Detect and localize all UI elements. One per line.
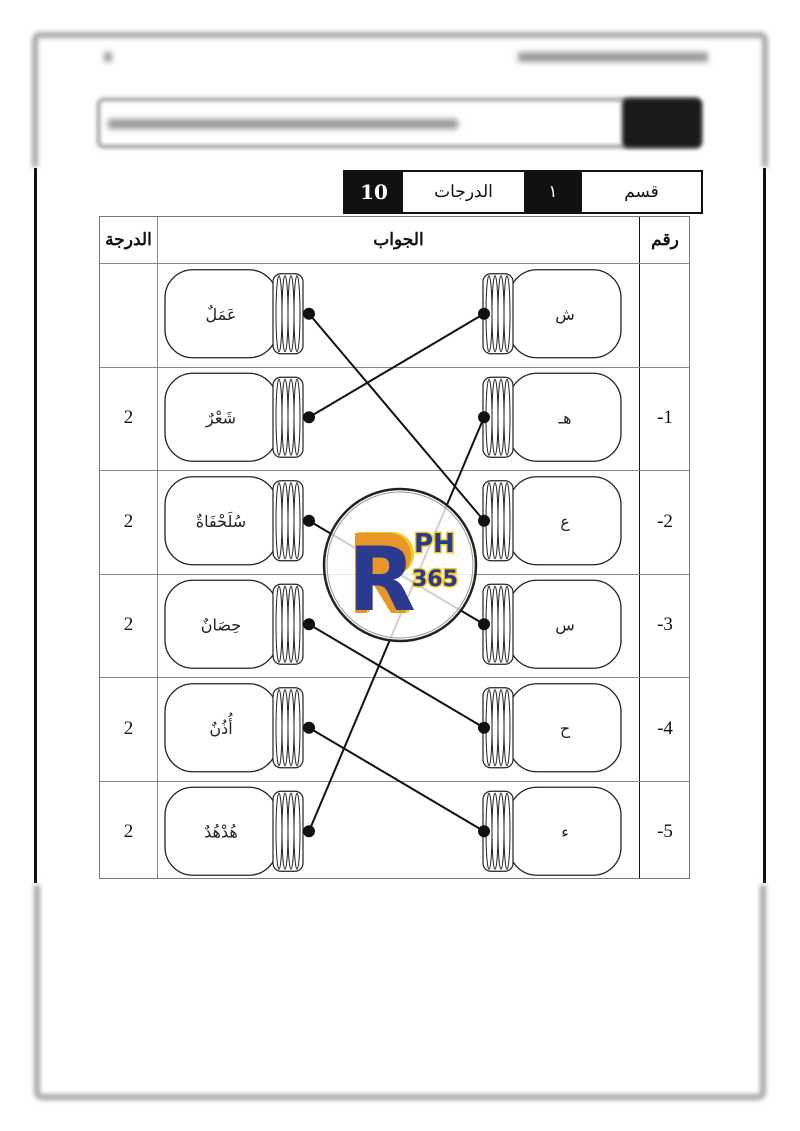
col-divider-score [157,217,158,878]
jar-thread [293,585,301,663]
left-jar: هُدْهُدٌ [164,786,304,876]
row-divider [100,780,689,782]
logo-365: 365 [412,567,458,592]
question-number-cell: -1 [657,407,673,429]
right-jar-label: هـ [557,408,571,427]
jar-thread [293,689,301,767]
marks-total: 10 [345,172,403,212]
question-number-cell: -5 [657,821,673,843]
row-divider [100,677,689,678]
left-jar-label: عَمَلٌ [206,305,237,324]
question-number-cell: -2 [657,510,673,532]
logo-r-orange-shape [355,533,411,613]
left-jar-label: هُدْهُدٌ [204,822,238,841]
page-frame-left [34,168,37,883]
left-jar-label: شَعْرٌ [205,408,236,428]
marks-label: الدرجات [403,172,524,212]
left-dot [303,618,315,631]
right-jar: ش [482,269,622,359]
logo-ph: PH [414,529,455,559]
right-jar: هـ [482,372,622,462]
right-jar-label: ش [555,305,575,324]
page-frame-top [32,32,768,167]
connection-line [308,726,485,833]
right-dot [478,825,490,838]
right-jar-label: س [555,615,575,634]
header-score: الدرجة [105,230,152,250]
right-jar: ح [482,683,622,773]
left-dot [303,721,315,734]
page-frame-right [763,168,766,883]
score-cell: 2 [123,717,134,739]
header-answer: الجواب [373,230,424,250]
question-number-cell: -4 [657,717,673,739]
score-cell: 2 [123,407,134,429]
score-cell: 2 [123,510,134,532]
logo-inner-ring [326,491,474,639]
jar-thread [293,482,301,560]
left-jar: حِصَانٌ [164,579,304,669]
section-number: ١ [524,172,582,212]
right-dot [478,411,490,424]
page-frame-bottom [34,885,766,1100]
jar-thread [293,378,301,456]
col-divider-number [639,217,640,878]
left-jar: عَمَلٌ [164,269,304,359]
page-number-blurred [104,52,112,62]
jar-thread [293,275,301,353]
jar-thread [293,792,301,870]
right-dot [478,307,490,320]
header-number: رقم [651,230,679,250]
right-dot [478,721,490,734]
left-dot [303,825,315,838]
right-jar-label: ء [561,822,569,841]
left-jar-label: حِصَانٌ [201,615,241,634]
connection-line [308,312,485,419]
connection-line [308,623,485,729]
header-divider [100,263,689,264]
section-label: قسم [582,172,701,212]
left-jar-label: سُلَحْفَاةٌ [196,511,246,531]
paper-code-badge [622,98,702,148]
header-code-blurred [518,52,708,62]
question-number-cell: -3 [657,614,673,636]
left-jar: شَعْرٌ [164,372,304,462]
left-dot [303,514,315,527]
right-jar: ع [482,476,622,566]
section-bar: 10 الدرجات ١ قسم [343,170,703,214]
score-cell: 2 [123,821,134,843]
right-jar-label: ح [560,719,571,739]
left-jar: سُلَحْفَاةٌ [164,476,304,566]
left-jar: أُذُنٌ [164,683,304,773]
logo-letter: R [348,528,416,631]
right-dot [478,618,490,631]
right-dot [478,514,490,527]
matching-table: الدرجة الجواب رقم 2 -1 2 -2 2 -3 2 -4 2 -5 [99,216,690,879]
right-jar: ء [482,786,622,876]
right-jar: س [482,579,622,669]
watermark-logo: R PH 365 [318,486,482,644]
left-dot [303,411,315,424]
paper-title-blurred [108,119,458,129]
right-jar-label: ع [560,512,570,532]
left-dot [303,307,315,320]
score-cell: 2 [123,614,134,636]
row-divider [100,470,689,471]
